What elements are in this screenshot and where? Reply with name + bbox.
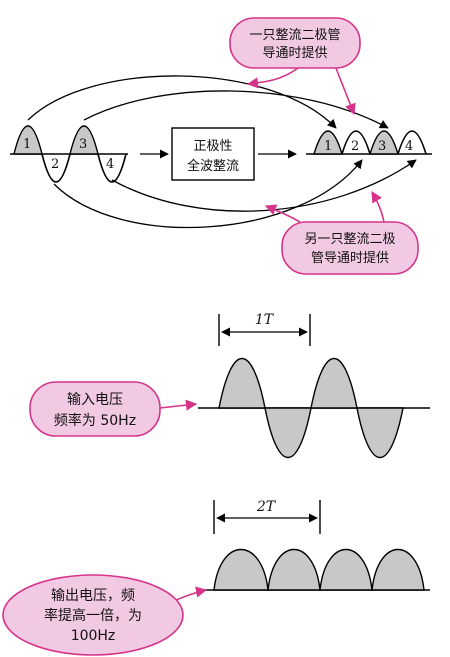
output-label-3: 3 [378, 139, 386, 154]
input-half-wave-3 [69, 125, 99, 155]
top-section: 1 2 3 4 正极性 全波整流 1 2 3 4 [10, 17, 432, 275]
callout-top-line-2: 导通时提供 [262, 45, 327, 61]
input-sine-neg-2 [356, 407, 404, 458]
output-label-1: 1 [324, 139, 332, 154]
output-hump-2 [341, 130, 371, 155]
callout-bottom-bubble [281, 221, 419, 275]
callout-output-line-3: 100Hz [71, 628, 116, 644]
bottom-section: 2T 输出电压，频 率提高一倍，为 100Hz [2, 499, 430, 656]
callout-input-line-2: 频率为 50Hz [54, 412, 136, 429]
output-label-4: 4 [405, 139, 413, 154]
callout-output-line-2: 率提高一倍，为 [44, 607, 142, 624]
callout-top-pointer-left [246, 67, 299, 89]
input-sine-pos-1 [218, 358, 266, 409]
rectifier-box: 正极性 全波整流 [171, 127, 255, 181]
callout-top-bubble [229, 17, 361, 69]
input-label-3: 3 [79, 137, 87, 152]
input-label-4: 4 [106, 157, 114, 172]
input-half-wave-1 [13, 125, 43, 155]
callout-input: 输入电压 频率为 50Hz [29, 381, 198, 437]
callout-input-bubble [29, 381, 161, 437]
callout-bottom-line-2: 管导通时提供 [311, 250, 389, 266]
callout-output: 输出电压，频 率提高一倍，为 100Hz [2, 574, 208, 656]
output-rectified-hump-2 [267, 549, 321, 591]
output-hump-4 [397, 130, 427, 155]
output-fullwave-waveform: 1 2 3 4 [306, 130, 432, 155]
middle-section: 1T 输入电压 频率为 50Hz [29, 312, 430, 458]
callout-bottom-pointer-right [371, 191, 385, 223]
callout-top-pointer-right [335, 67, 356, 116]
input-sine-pos-2 [310, 358, 358, 409]
output-rectified-hump-3 [319, 549, 373, 591]
map-arrow-1-to-1 [27, 75, 337, 129]
input-sine-neg-1 [264, 407, 312, 458]
map-arrow-3-to-3 [83, 90, 389, 129]
callout-output-line-1: 输出电压，频 [51, 588, 135, 604]
rectifier-box-line-2: 全波整流 [187, 158, 239, 174]
period-marker-1t: 1T [218, 312, 311, 346]
input-label-1: 1 [23, 137, 31, 152]
input-half-wave-4 [97, 153, 127, 183]
callout-output-bubble [2, 574, 184, 656]
map-arrow-2-to-2 [53, 159, 363, 229]
callout-bottom-pointer-left [264, 204, 301, 223]
period-marker-2t: 2T [213, 499, 321, 534]
input-ac-waveform: 1 2 3 4 [10, 125, 128, 183]
period-1t-label: 1T [255, 312, 275, 328]
output-label-2: 2 [351, 139, 359, 154]
callout-bottom-line-1: 另一只整流二极 [304, 232, 395, 247]
output-rectified-hump-1 [213, 549, 269, 591]
callout-input-pointer [159, 399, 198, 411]
input-half-wave-2 [41, 153, 71, 183]
callout-input-line-1: 输入电压 [67, 392, 123, 408]
callout-output-pointer [175, 586, 208, 601]
callout-top-line-1: 一只整流二极管 [249, 28, 340, 43]
map-arrow-4-to-4 [111, 159, 417, 212]
rectifier-box-frame [171, 127, 255, 181]
callout-bottom: 另一只整流二极 管导通时提供 [264, 191, 419, 275]
rectifier-box-line-1: 正极性 [193, 139, 232, 154]
input-label-2: 2 [51, 157, 59, 172]
output-rectified-hump-4 [371, 549, 425, 591]
callout-top: 一只整流二极管 导通时提供 [229, 17, 361, 116]
period-2t-label: 2T [256, 499, 277, 515]
